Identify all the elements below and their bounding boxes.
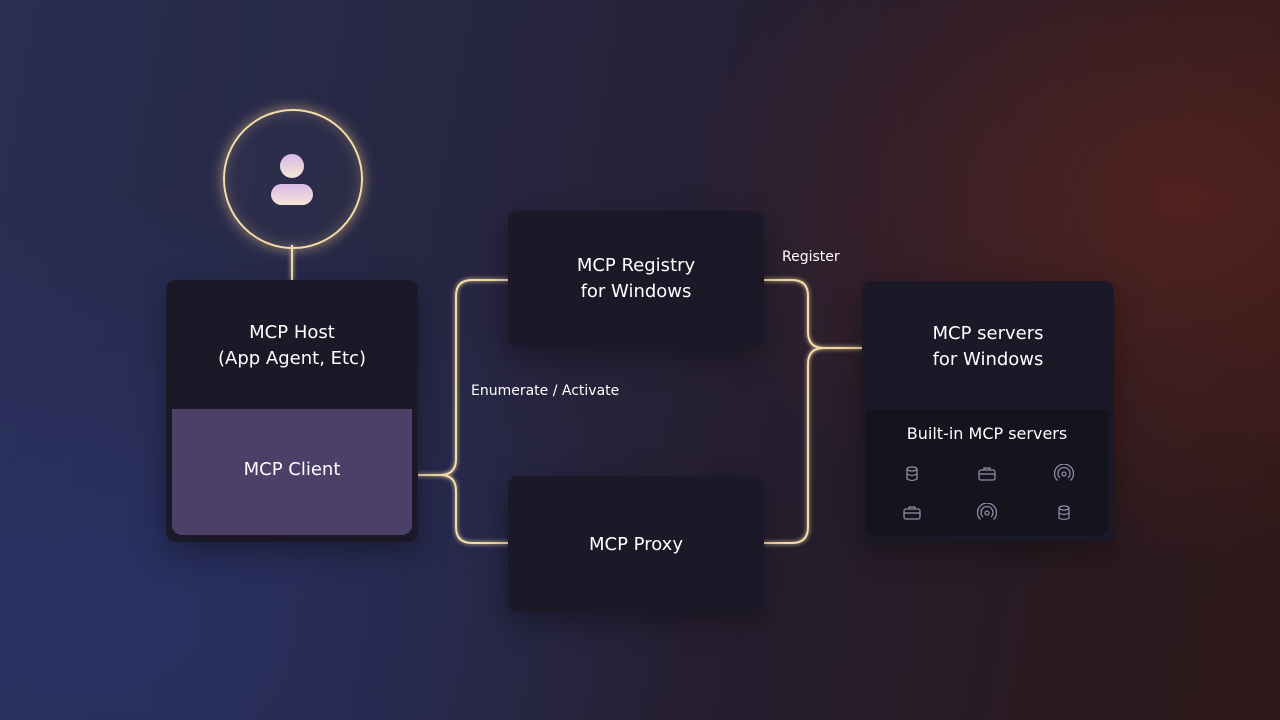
mcp-proxy-box: MCP Proxy	[508, 476, 764, 612]
mcp-registry-line2: for Windows	[580, 281, 692, 302]
mcp-host-title-line2: (App Agent, Etc)	[218, 348, 366, 369]
mcp-client-panel: MCP Client	[172, 409, 412, 535]
proxy-to-servers-line	[764, 347, 825, 544]
mcp-servers-line2: for Windows	[932, 349, 1044, 370]
user-avatar	[223, 109, 363, 249]
client-to-registry-line	[412, 279, 508, 476]
broadcast-icon	[1054, 464, 1074, 481]
broadcast-icon	[977, 503, 997, 520]
mcp-registry-title: MCP Registry for Windows	[508, 253, 764, 305]
client-to-proxy-line	[439, 474, 508, 544]
mcp-host-title-line1: MCP Host	[249, 322, 335, 343]
mcp-servers-line1: MCP servers	[932, 323, 1044, 344]
mcp-proxy-label: MCP Proxy	[589, 534, 683, 555]
enumerate-activate-label: Enumerate / Activate	[471, 383, 620, 399]
builtin-servers-title: Built-in MCP servers	[906, 424, 1068, 443]
register-label: Register	[782, 249, 840, 265]
mcp-host-title: MCP Host (App Agent, Etc)	[166, 320, 418, 372]
mcp-servers-title: MCP servers for Windows	[862, 321, 1114, 373]
toolbox-icon	[903, 506, 921, 520]
mcp-client-label: MCP Client	[243, 459, 341, 480]
database-icon	[1058, 505, 1070, 521]
toolbox-icon	[978, 467, 996, 481]
builtin-servers-panel: Built-in MCP servers	[866, 410, 1108, 536]
database-icon	[906, 466, 918, 482]
mcp-registry-box: MCP Registry for Windows	[508, 211, 764, 347]
person-icon	[271, 154, 313, 205]
mcp-registry-line1: MCP Registry	[576, 255, 696, 276]
registry-to-servers-line	[764, 279, 862, 349]
